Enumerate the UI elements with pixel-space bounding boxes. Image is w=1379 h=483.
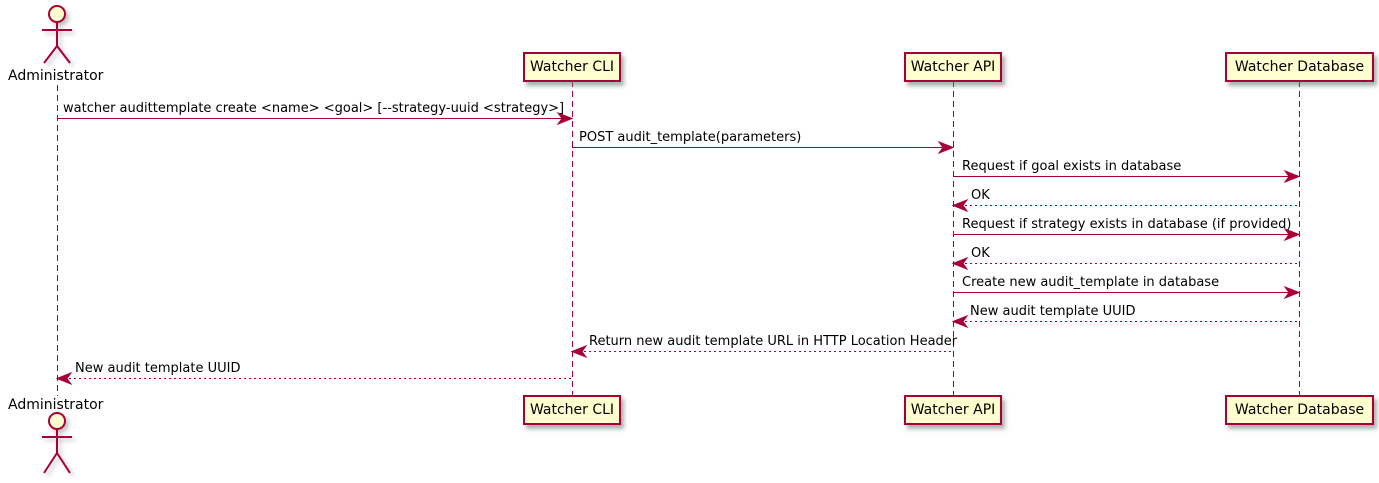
- lifelines: [57, 81, 1300, 396]
- message-8-arrowhead: [951, 314, 969, 329]
- message-9-arrowhead: [570, 344, 588, 359]
- participant-box-watcher-database-top: Watcher Database: [1225, 52, 1374, 82]
- participant-box-watcher-cli-top: Watcher CLI: [523, 52, 621, 82]
- message-8-label: New audit template UUID: [970, 304, 1136, 319]
- message-arrows: [55, 111, 1301, 386]
- actor-icon-top: [42, 5, 72, 64]
- participant-label: Watcher CLI: [529, 402, 615, 418]
- message-6-arrowhead: [951, 256, 969, 271]
- message-2-arrowhead: [937, 140, 955, 155]
- message-1-label: watcher audittemplate create <name> <goa…: [63, 101, 565, 116]
- participant-box-watcher-api-bottom: Watcher API: [904, 395, 1002, 425]
- message-9-label: Return new audit template URL in HTTP Lo…: [589, 334, 958, 349]
- message-4-arrowhead: [951, 198, 969, 213]
- participant-box-watcher-api-top: Watcher API: [904, 52, 1002, 82]
- participant-label: Watcher CLI: [529, 59, 615, 75]
- message-4-label: OK: [971, 188, 990, 203]
- participant-label: Watcher Database: [1234, 402, 1365, 418]
- participant-label: Watcher API: [910, 59, 996, 75]
- message-6-label: OK: [971, 246, 990, 261]
- actor-label-administrator-top: Administrator: [8, 68, 104, 84]
- message-1-arrowhead: [556, 111, 574, 126]
- message-5-arrowhead: [1283, 227, 1301, 242]
- message-10-arrowhead: [55, 371, 73, 386]
- message-7-arrowhead: [1283, 285, 1301, 300]
- message-3-arrowhead: [1283, 169, 1301, 184]
- actor-label-administrator-bottom: Administrator: [8, 397, 104, 413]
- message-2-label: POST audit_template(parameters): [579, 130, 802, 145]
- participant-box-watcher-database-bottom: Watcher Database: [1225, 395, 1374, 425]
- message-5-label: Request if strategy exists in database (…: [962, 217, 1292, 232]
- message-3-label: Request if goal exists in database: [962, 159, 1182, 174]
- participant-box-watcher-cli-bottom: Watcher CLI: [523, 395, 621, 425]
- participant-label: Watcher Database: [1234, 59, 1365, 75]
- message-10-label: New audit template UUID: [75, 361, 241, 376]
- message-7-label: Create new audit_template in database: [962, 275, 1220, 290]
- participant-label: Watcher API: [910, 402, 996, 418]
- actor-icon-bottom: [42, 412, 72, 474]
